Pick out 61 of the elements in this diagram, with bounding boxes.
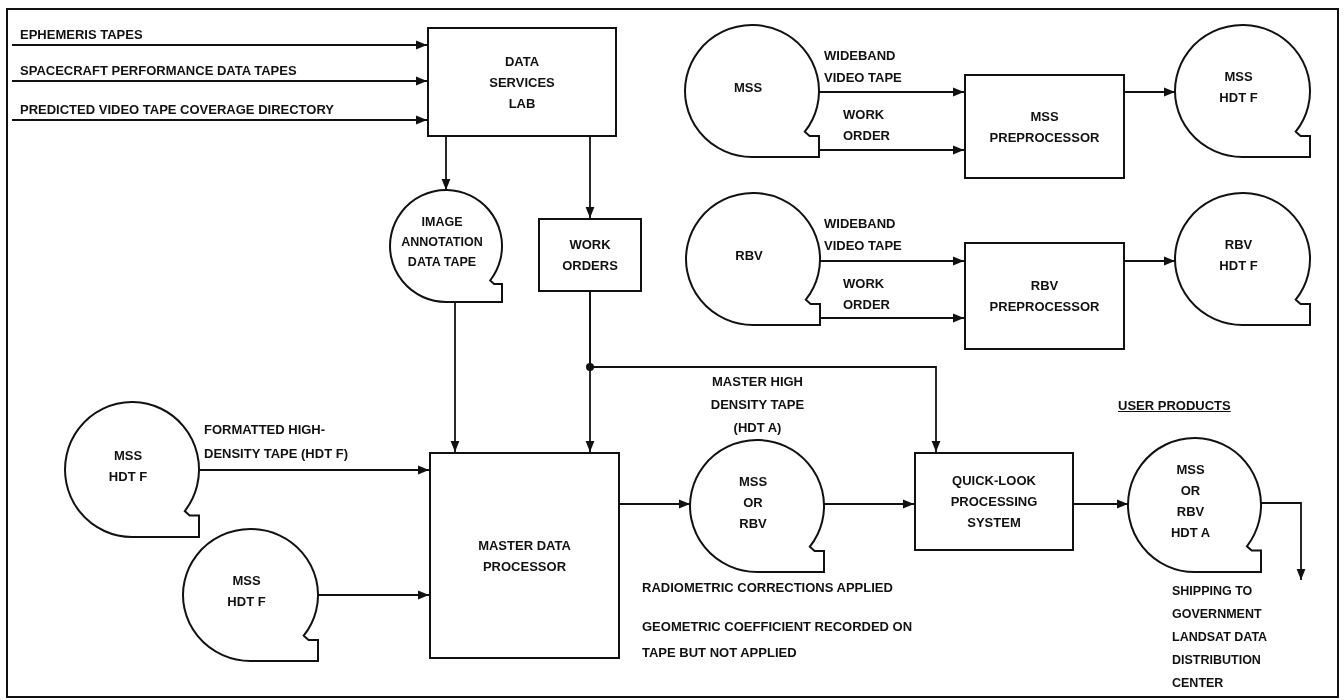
process-box xyxy=(964,242,1125,350)
node-text: MSS PREPROCESSOR xyxy=(988,107,1101,147)
node-text: MSS OR RBV HDT A xyxy=(1169,461,1212,542)
arrow xyxy=(819,313,965,323)
tape-reel-symbol xyxy=(390,190,502,302)
tape-reel-symbol xyxy=(1175,193,1310,325)
arrow xyxy=(585,136,595,219)
arrow xyxy=(818,87,965,97)
edge-label: PREDICTED VIDEO TAPE COVERAGE DIRECTORY xyxy=(20,101,335,119)
note-text: GEOMETRIC COEFFICIENT RECORDED ON TAPE BUT NOT APPLIED xyxy=(642,618,914,662)
arrow xyxy=(11,40,428,50)
node-text: RBV xyxy=(734,246,764,265)
arrow xyxy=(819,256,965,266)
process-box xyxy=(914,452,1074,551)
tape-reel-symbol xyxy=(183,529,318,661)
note-text: RADIOMETRIC CORRECTIONS APPLIED xyxy=(642,580,894,596)
node-caption: MASTER HIGH DENSITY TAPE (HDT A) xyxy=(709,373,806,437)
tape-reel-symbol xyxy=(65,402,199,537)
edge-label: EPHEMERIS TAPES xyxy=(20,27,144,43)
node-text: RBV PREPROCESSOR xyxy=(988,277,1101,316)
node-text: MASTER DATA PROCESSOR xyxy=(477,536,572,576)
destination-text: SHIPPING TO GOVERNMENT LANDSAT DATA DISTRIBUTION CENTER xyxy=(1172,583,1268,692)
node-text: MSS OR RBV xyxy=(737,472,769,533)
node-text: QUICK-LOOK PROCESSING SYSTEM xyxy=(949,472,1039,532)
tape-reel-symbol xyxy=(685,25,819,157)
node-text: DATA SERVICES LAB xyxy=(488,52,556,113)
arrow xyxy=(1260,502,1306,581)
tape-reel-symbol xyxy=(686,193,820,325)
arrow xyxy=(317,590,430,600)
node-text: MSS xyxy=(732,78,764,97)
arrow xyxy=(589,291,941,453)
edge-label: WIDEBAND VIDEO TAPE xyxy=(824,47,903,87)
arrow xyxy=(11,76,428,86)
tape-reel-symbol xyxy=(1128,438,1261,572)
edge-label: WORK ORDER xyxy=(843,275,891,314)
node-text: MSS HDT F xyxy=(1218,68,1259,107)
process-box xyxy=(538,218,642,292)
arrow xyxy=(11,115,428,125)
section-heading: USER PRODUCTS xyxy=(1118,398,1232,414)
edge-label: SPACECRAFT PERFORMANCE DATA TAPES xyxy=(20,63,298,79)
node-text: MSS HDT F xyxy=(226,572,267,611)
node-text: MSS HDT F xyxy=(107,446,149,486)
node-text: RBV HDT F xyxy=(1218,236,1259,275)
edge-label: WIDEBAND VIDEO TAPE xyxy=(824,215,903,255)
tape-reel-symbol xyxy=(1175,25,1310,157)
tape-reel-symbol xyxy=(690,440,824,572)
arrow xyxy=(1124,87,1176,97)
edge-label: FORMATTED HIGH-DENSITY TAPE (HDT F) xyxy=(204,421,349,463)
node-text: IMAGE ANNOTATION DATA TAPE xyxy=(400,214,484,271)
arrow xyxy=(1073,499,1129,509)
arrow xyxy=(1124,256,1176,266)
arrow xyxy=(619,499,691,509)
node-text: WORK ORDERS xyxy=(561,236,619,275)
arrow xyxy=(823,499,915,509)
process-box xyxy=(964,74,1125,179)
arrow xyxy=(441,136,451,191)
arrow xyxy=(818,145,965,155)
edge-label: WORK ORDER xyxy=(843,106,891,145)
process-box xyxy=(427,27,617,137)
process-box xyxy=(429,452,620,659)
arrow xyxy=(198,465,430,475)
